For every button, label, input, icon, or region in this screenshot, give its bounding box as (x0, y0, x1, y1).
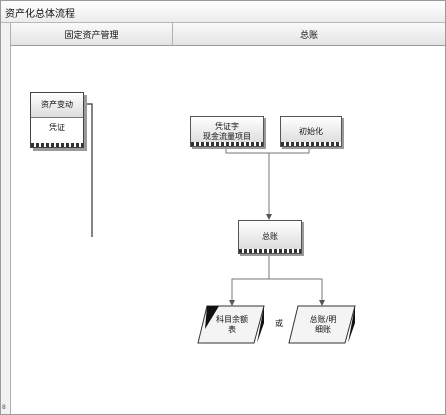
subject-balance-node[interactable]: 科目余额 表 (207, 311, 257, 339)
init-to-ledger (269, 146, 310, 154)
initialize-stripe (281, 142, 341, 146)
strip-mark: 8 (2, 404, 6, 411)
asset-connector (87, 103, 93, 237)
ledger-to-subject-balance (229, 254, 270, 306)
subject-balance-label: 科目余额 (216, 315, 248, 324)
subject-balance-shape[interactable] (197, 305, 265, 345)
window-title: 资产化总体流程 (5, 9, 75, 20)
voucher-to-ledger (225, 146, 272, 220)
or-label: 或 (269, 319, 289, 329)
voucher-type-label: 凭证字 (215, 121, 239, 131)
ledger-detail-shape[interactable] (288, 305, 356, 345)
or-text: 或 (275, 319, 283, 328)
asset-change-voucher-label: 凭证 (49, 123, 65, 132)
asset-change-node[interactable]: 资产变动 凭证 (30, 92, 84, 148)
subject-balance-label-2: 表 (228, 325, 236, 334)
lane-label-fixed-assets: 固定资产管理 (64, 30, 119, 41)
ledger-to-ledger-detail (269, 278, 325, 306)
voucher-cashflow-node[interactable]: 凭证字 现金流量项目 (190, 116, 264, 147)
lane-header-ledger: 总账 (173, 23, 445, 46)
ledger-label: 总账 (262, 232, 278, 241)
ledger-node[interactable]: 总账 (238, 220, 302, 254)
asset-change-label: 资产变动 (41, 100, 73, 109)
asset-change-stripe (31, 143, 83, 147)
ledger-detail-label-2: 细账 (315, 325, 331, 334)
initialize-node[interactable]: 初始化 (280, 116, 342, 147)
ledger-detail-label: 总账/明 (309, 315, 337, 324)
lane-header-fixed-assets: 固定资产管理 (11, 23, 173, 46)
voucher-stripe (191, 142, 263, 146)
asset-change-sub: 凭证 (31, 123, 83, 133)
cashflow-item-label: 现金流量项目 (203, 131, 251, 141)
ledger-detail-node[interactable]: 总账/明 细账 (298, 311, 348, 339)
left-ruler-strip: 8 (1, 23, 11, 414)
asset-change-header: 资产变动 (31, 93, 83, 118)
title-bar: 资产化总体流程 (1, 1, 445, 23)
lane-label-ledger: 总账 (299, 30, 318, 41)
initialize-label: 初始化 (299, 126, 323, 136)
ledger-stripe (239, 249, 301, 253)
